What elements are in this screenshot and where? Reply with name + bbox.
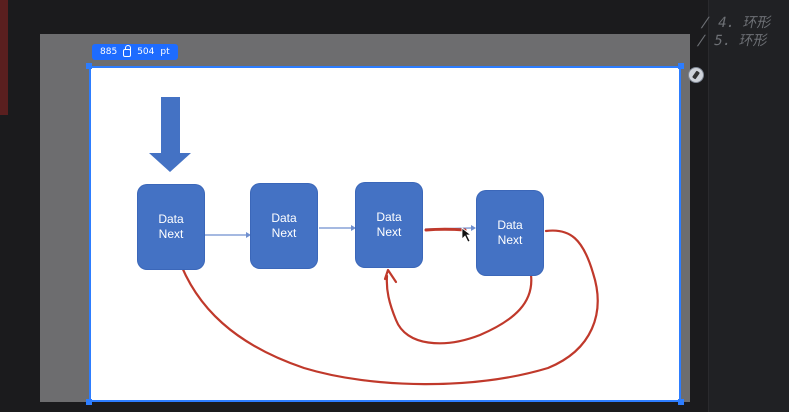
capture-selection-area[interactable] — [89, 66, 681, 402]
node-data-label: Data — [271, 211, 297, 225]
node-next-label: Next — [158, 227, 184, 241]
selection-width: 885 — [100, 47, 118, 57]
resize-handle-top-left[interactable] — [86, 63, 92, 69]
resize-handle-top-right[interactable] — [678, 63, 684, 69]
list-node-2[interactable]: Data Next — [250, 183, 318, 269]
resize-handle-bottom-left[interactable] — [86, 399, 92, 405]
resize-handle-bottom-right[interactable] — [678, 399, 684, 405]
node-next-label: Next — [271, 226, 297, 240]
selection-unit: pt — [160, 47, 170, 57]
code-comment-text: / 4. 环形 / 5. 环形 — [695, 14, 789, 50]
node-next-label: Next — [497, 233, 523, 247]
selection-height: 504 — [137, 47, 155, 57]
node-next-label: Next — [376, 225, 402, 239]
pin-icon[interactable] — [688, 67, 704, 83]
list-node-4[interactable]: Data Next — [476, 190, 544, 276]
selection-size-badge: 885 504 pt — [92, 44, 178, 60]
lock-icon[interactable] — [123, 45, 132, 57]
code-line-2: / 5. 环形 — [695, 33, 770, 49]
list-node-3[interactable]: Data Next — [355, 182, 423, 268]
node-data-label: Data — [497, 218, 523, 232]
code-line-1: / 4. 环形 — [699, 15, 773, 31]
left-panel-strip — [0, 0, 8, 115]
code-editor-panel — [708, 0, 789, 412]
node-data-label: Data — [376, 210, 402, 224]
list-node-1[interactable]: Data Next — [137, 184, 205, 270]
node-data-label: Data — [158, 212, 184, 226]
